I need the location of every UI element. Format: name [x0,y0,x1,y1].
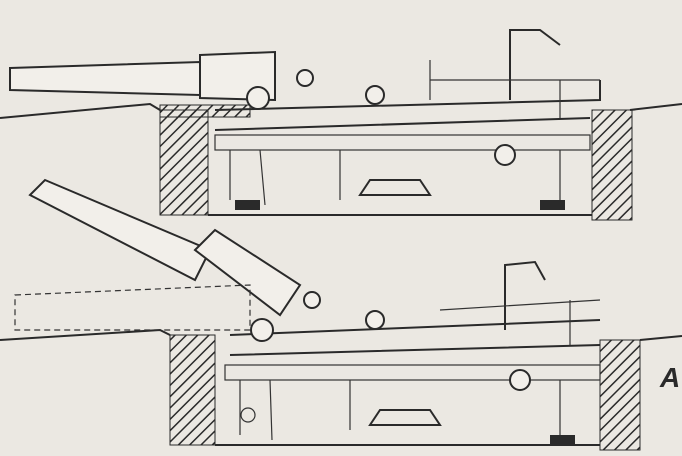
supports [229,149,561,206]
gear-wheel [365,310,385,330]
figure-label: А [660,362,681,393]
foot-left [235,200,260,210]
gear-wheel [365,85,385,105]
carriage-frame [214,80,601,131]
barrel-lowered [9,60,201,97]
platform [214,134,591,151]
ground-line-right [639,335,682,341]
pivot-wheel [250,318,274,342]
railing [439,299,601,345]
counterweight [368,409,442,426]
ground-line [0,102,161,119]
trunnion [296,69,314,87]
ground-line-right [629,103,682,111]
handwheel [240,407,256,423]
loading-crane [504,260,546,330]
barrel-lowered-outline [14,284,251,331]
upper-view [0,29,682,221]
crank-wheel [509,369,531,391]
trunnion [303,291,321,309]
carriage-frame [229,319,601,356]
pivot-wheel [246,86,270,110]
foot-right [550,435,575,445]
crank-wheel [494,144,516,166]
counterweight [358,179,432,196]
platform [224,364,601,381]
pit-wall-right [591,109,633,221]
parapet [159,104,251,118]
loading-crane [509,29,561,100]
lower-view [0,178,682,451]
ground-line [0,328,171,341]
railing [429,60,600,118]
breech-raised [193,228,302,317]
pit-wall-right [599,339,641,451]
supports [239,379,561,441]
pit-wall-left [169,334,216,446]
pit-wall-left [159,109,209,216]
foot-right [540,200,565,210]
